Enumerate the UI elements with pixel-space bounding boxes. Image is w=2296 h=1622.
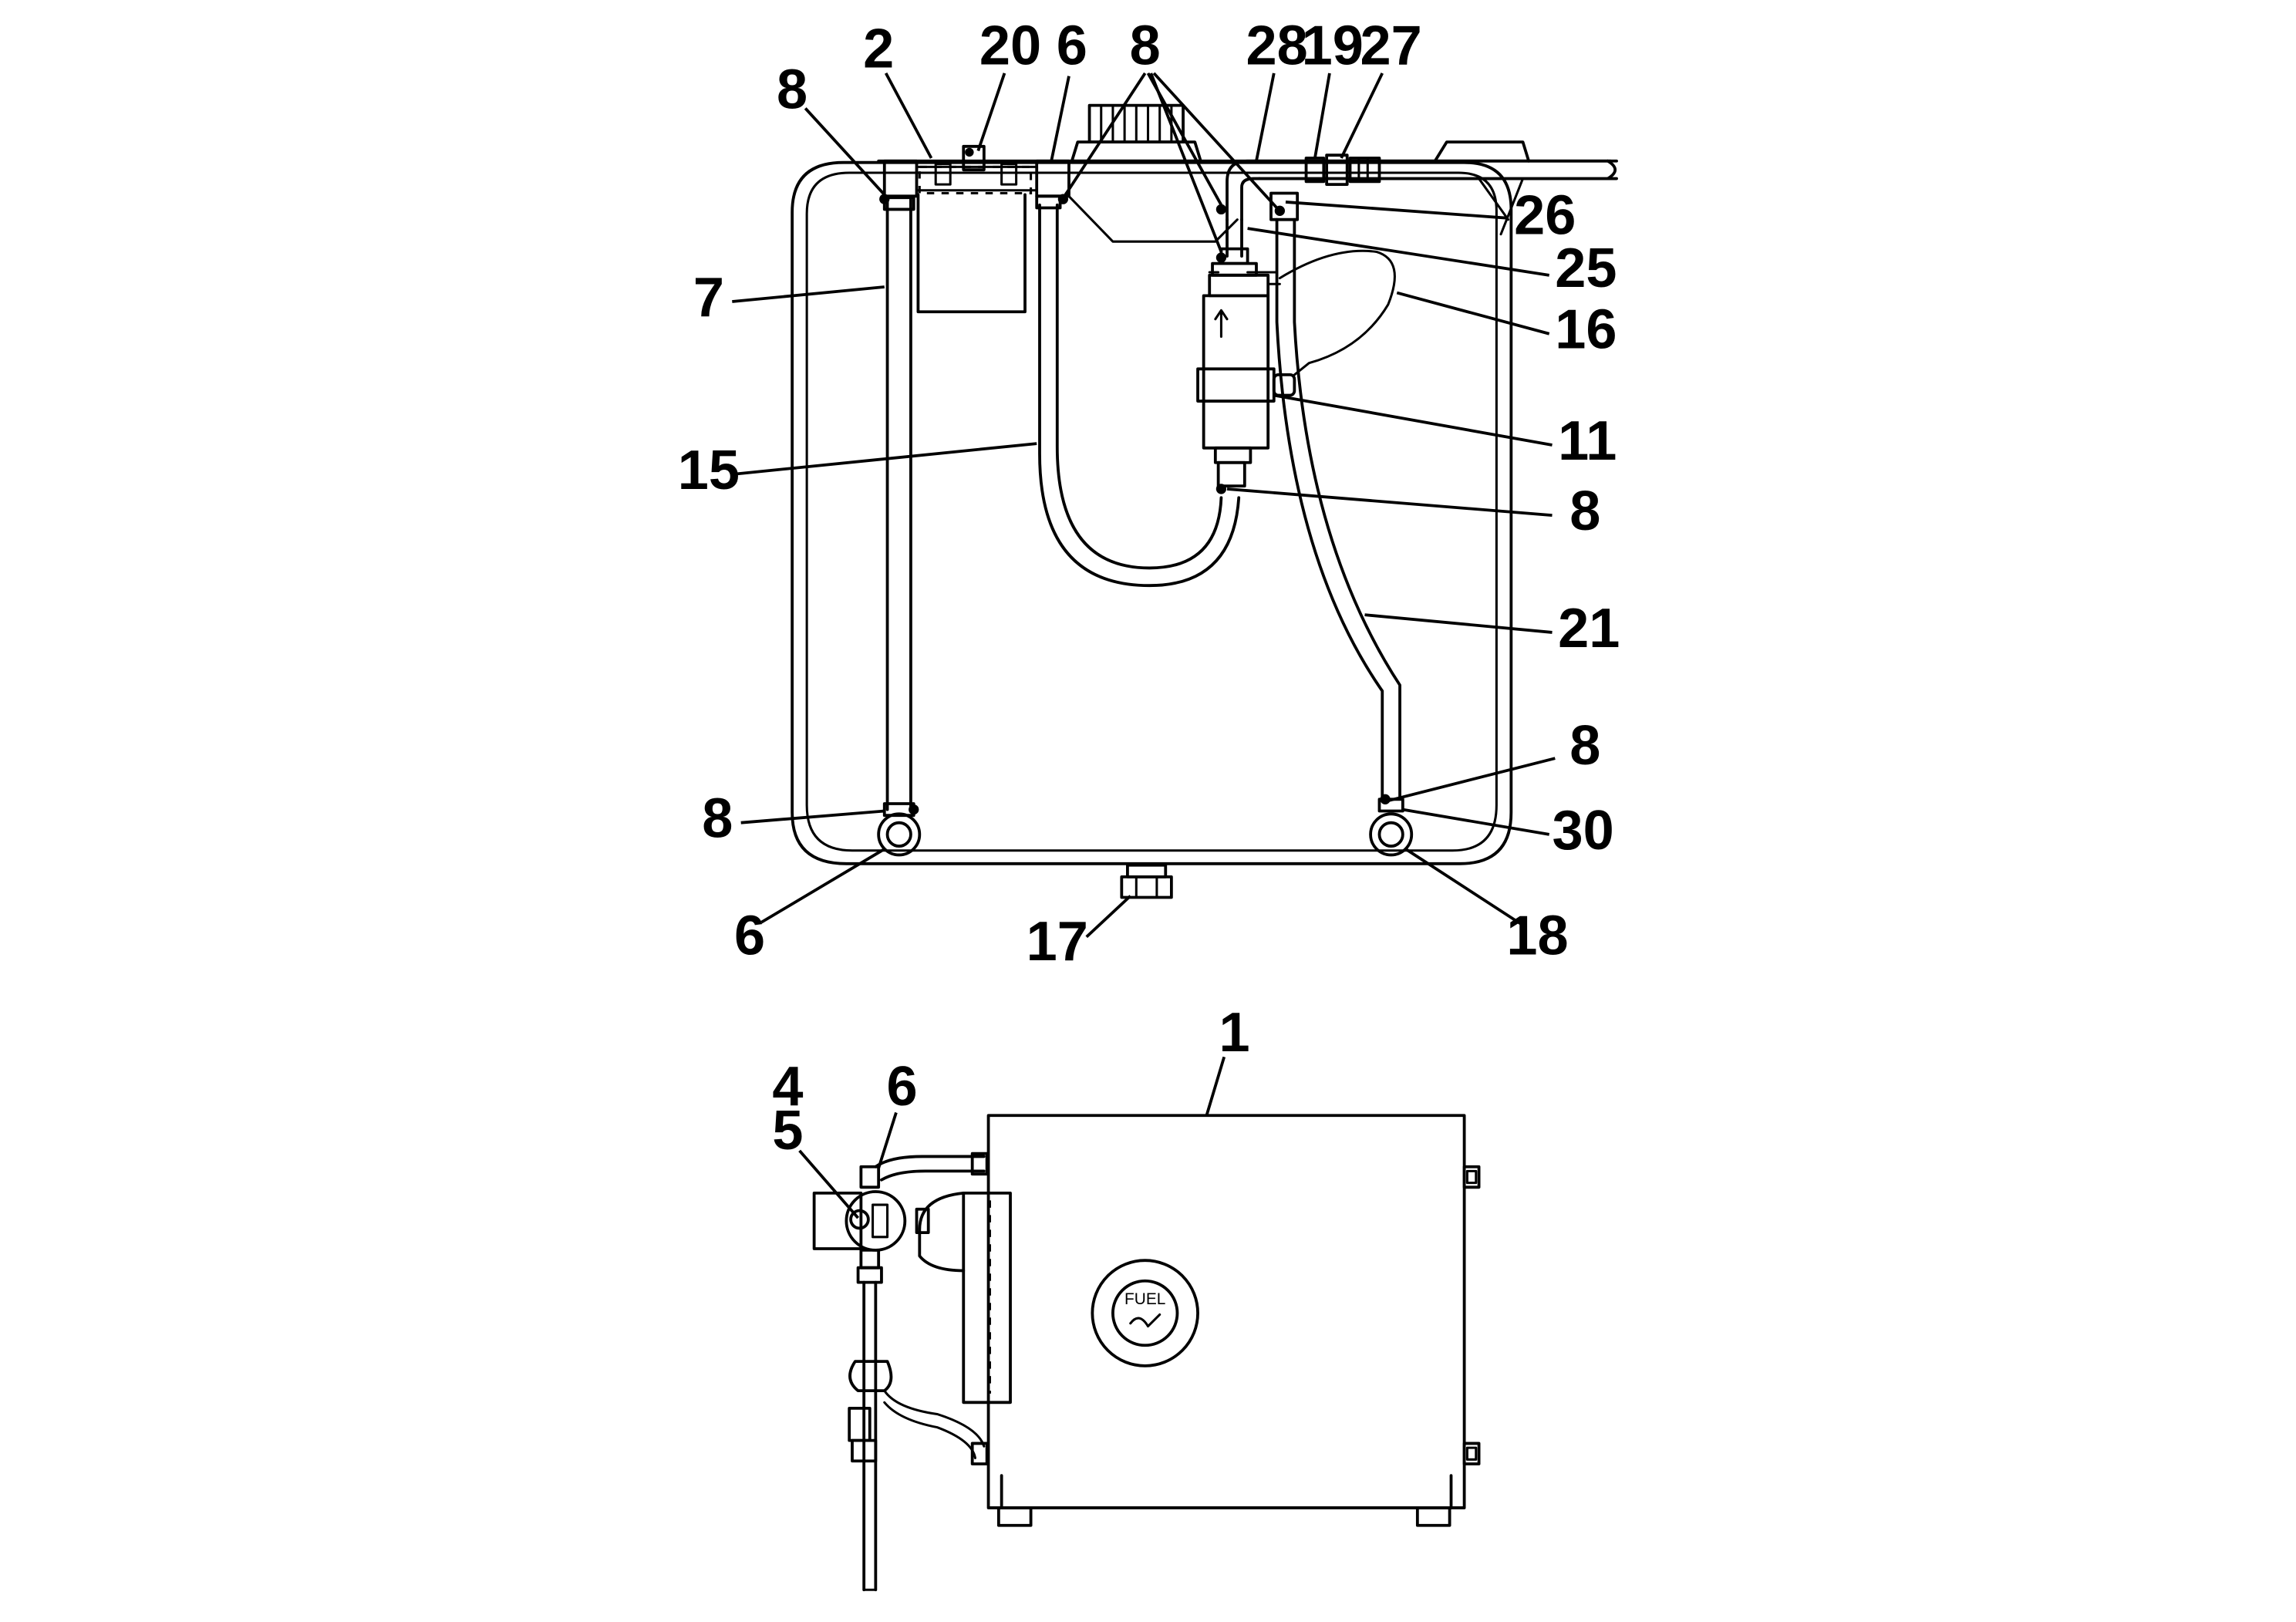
- callout-2: 2: [863, 18, 894, 79]
- gauge-label: FUEL: [1124, 1290, 1165, 1308]
- clamp-dot: [909, 804, 919, 815]
- bottom-fitting-18: [1369, 798, 1414, 857]
- callout-25: 25: [1555, 238, 1617, 299]
- filler-neck: [1064, 192, 1239, 243]
- clamp-dot: [965, 147, 974, 157]
- callout-28: 28: [1246, 15, 1307, 77]
- clamp-dot: [1215, 204, 1227, 215]
- elbow-28: [1226, 159, 1261, 221]
- callout-8: 8: [777, 59, 807, 120]
- hose-15: [1035, 194, 1241, 588]
- callout-6: 6: [734, 905, 765, 967]
- wire-16: [1278, 249, 1396, 376]
- callout-20: 20: [979, 15, 1041, 77]
- sender-bracket: [916, 193, 1027, 314]
- callout-8: 8: [1130, 15, 1161, 77]
- side-supply-line: [848, 1280, 989, 1592]
- callout-7: 7: [693, 267, 724, 329]
- hose-7: [882, 196, 915, 818]
- callout-19: 19: [1302, 15, 1364, 77]
- tank-outline: [791, 160, 1513, 865]
- callout-27: 27: [1360, 15, 1422, 77]
- callout-21: 21: [1558, 598, 1620, 659]
- hose-21: [1269, 191, 1401, 800]
- callout-26: 26: [1514, 185, 1576, 247]
- fitting-tee: [962, 144, 986, 172]
- callout-30: 30: [1553, 800, 1614, 862]
- tank-top-view: [791, 103, 1618, 899]
- callout-6: 6: [886, 1056, 917, 1118]
- drain-plug-17: [1120, 863, 1173, 899]
- clamp-dot: [1380, 794, 1391, 804]
- clamp-dot: [879, 194, 890, 204]
- callout-18: 18: [1506, 905, 1568, 967]
- callout-8: 8: [1569, 481, 1600, 542]
- leader-lines-side: [798, 1056, 1226, 1219]
- callout-17: 17: [1027, 911, 1088, 973]
- callout-1: 1: [1219, 1002, 1249, 1064]
- callout-labels-top: 2 20 6 8 28 19 27 8 26 25 7 16 15 11 8 2…: [678, 15, 1620, 973]
- callout-8: 8: [702, 788, 733, 850]
- clamp-dot: [1274, 205, 1286, 216]
- side-bracket: [918, 1191, 1012, 1404]
- leader-lines-top: [732, 72, 1556, 939]
- callout-16: 16: [1555, 299, 1617, 361]
- clamp-dot: [1215, 252, 1227, 263]
- tank-side-view: FUEL: [812, 1114, 1481, 1592]
- callout-6: 6: [1057, 15, 1087, 77]
- callout-5: 5: [772, 1100, 803, 1162]
- callout-4: 4: [772, 1056, 803, 1118]
- side-hose-top: [874, 1155, 986, 1168]
- callout-8: 8: [1569, 715, 1600, 777]
- filter-head-assembly: [812, 1165, 930, 1284]
- clamp-dot: [1215, 484, 1227, 494]
- fitting-left: [882, 159, 919, 198]
- callout-labels-side: 1 4 6 5: [772, 1002, 1249, 1162]
- callout-11: 11: [1558, 410, 1617, 472]
- fuel-gauge: FUEL: [1091, 1259, 1199, 1367]
- callout-15: 15: [678, 440, 740, 501]
- tank-inner-outline: [805, 171, 1498, 852]
- fill-cap: [1070, 103, 1202, 163]
- fitting-right: [1035, 159, 1070, 198]
- tank-body: [986, 1114, 1466, 1509]
- bottom-fitting-6: [877, 812, 922, 857]
